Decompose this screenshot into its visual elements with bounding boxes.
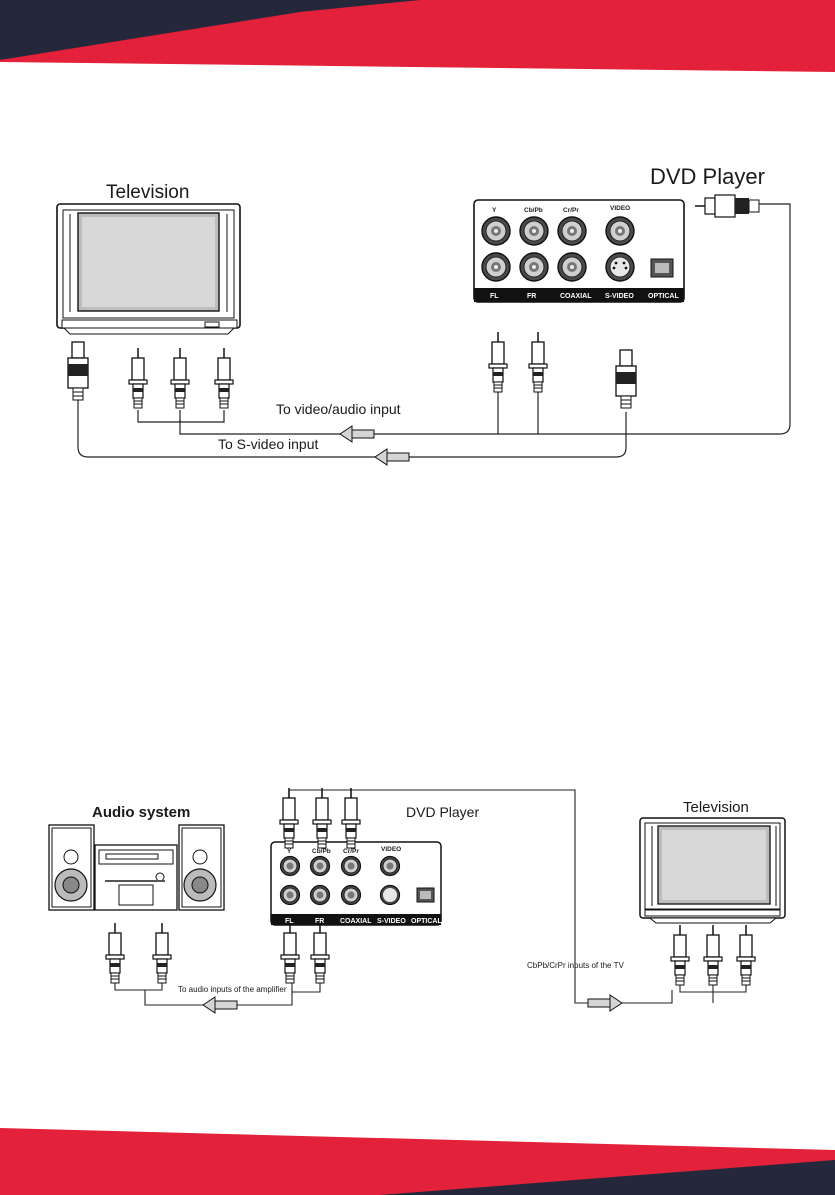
arrow1-label: To video/audio input	[276, 401, 401, 417]
rca-plug-tv2-2	[704, 925, 722, 985]
tv-inputs-label: CbPb/CrPr inputs of the TV	[527, 961, 624, 970]
rca-plug-tv-3	[215, 348, 233, 408]
svg-text:Cb/Pb: Cb/Pb	[524, 207, 543, 214]
svg-text:S-VIDEO: S-VIDEO	[605, 293, 634, 300]
arrow-left-icon	[340, 426, 374, 442]
rca-plug-dvd-fr-2	[311, 923, 329, 983]
arrow2-label: To S-video input	[218, 436, 319, 452]
svg-text:Cr/Pr: Cr/Pr	[563, 207, 579, 214]
video-plug	[695, 195, 759, 217]
tv-label: Television	[106, 182, 189, 203]
arrow-right-icon	[588, 995, 622, 1011]
rca-plug-dvd-cb	[313, 788, 331, 848]
svg-text:Y: Y	[492, 207, 497, 214]
arrow-left-icon	[375, 449, 409, 465]
svg-text:COAXIAL: COAXIAL	[560, 293, 592, 300]
rca-plug-dvd-fr	[529, 332, 547, 392]
svg-text:VIDEO: VIDEO	[610, 205, 630, 212]
rca-plug-amp-l	[106, 923, 124, 983]
television	[57, 204, 240, 334]
rca-plug-tv-1	[129, 348, 147, 408]
diagram-1: Television DVD Player	[57, 164, 790, 465]
rca-plug-dvd-cr	[342, 788, 360, 848]
rca-plug-tv2-1	[671, 925, 689, 985]
rca-plug-amp-r	[153, 923, 171, 983]
rca-plug-dvd-y	[280, 788, 298, 848]
amp-label: To audio inputs of the amplifier	[178, 985, 287, 994]
bottom-banner	[0, 1128, 835, 1195]
audio-system-label: Audio system	[92, 804, 190, 821]
svg-text:FL: FL	[490, 293, 499, 300]
television-2	[640, 818, 785, 923]
svg-text:OPTICAL: OPTICAL	[648, 293, 679, 300]
rca-plug-tv-2	[171, 348, 189, 408]
diagram-2: Audio system DVD Player Television	[49, 788, 785, 1013]
svg-text:Y: Y	[287, 848, 292, 855]
audio-system	[49, 825, 224, 910]
svg-text:Cb/Pb: Cb/Pb	[312, 848, 331, 855]
svg-text:S-VIDEO: S-VIDEO	[377, 918, 406, 925]
arrow-left-icon	[203, 997, 237, 1013]
rca-plug-tv2-3	[737, 925, 755, 985]
rca-plug-dvd-fl	[489, 332, 507, 392]
dvd-rear-panel: Y Cb/Pb Cr/Pr VIDEO FL FR COAXIAL S-VIDE…	[474, 200, 684, 302]
svideo-plug-tv	[68, 342, 88, 400]
svg-text:Cr/Pr: Cr/Pr	[343, 848, 359, 855]
rca-plug-dvd-fl-2	[281, 923, 299, 983]
svg-text:COAXIAL: COAXIAL	[340, 918, 372, 925]
top-banner	[0, 0, 835, 72]
svideo-plug-dvd	[616, 350, 636, 408]
dvd-rear-panel-2: Y Cb/Pb Cr/Pr VIDEO FL FR COAXIAL S-VIDE…	[271, 842, 442, 925]
dvd-player-label-2: DVD Player	[406, 804, 479, 820]
dvd-player-label: DVD Player	[650, 164, 765, 189]
tv-label-2: Television	[683, 799, 749, 816]
svg-text:OPTICAL: OPTICAL	[411, 918, 442, 925]
svg-text:VIDEO: VIDEO	[381, 846, 401, 853]
svg-text:FR: FR	[527, 293, 536, 300]
